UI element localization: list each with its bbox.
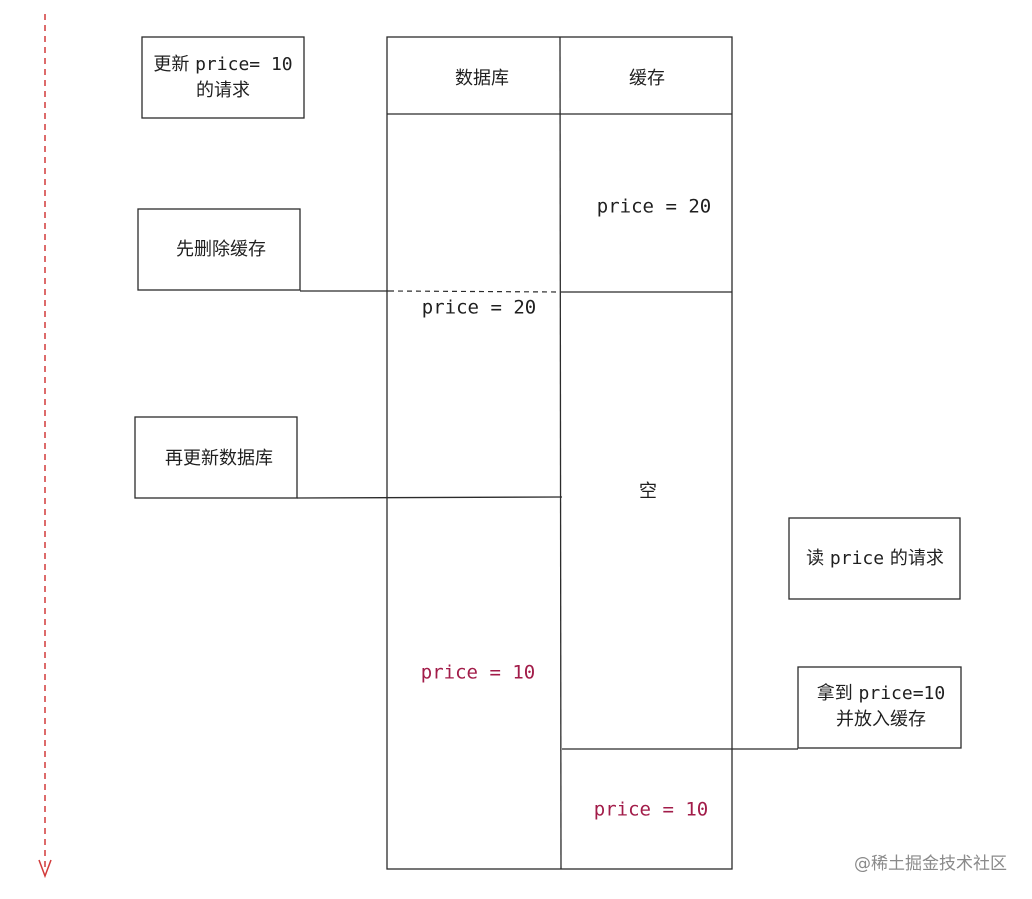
column-divider [559, 36, 562, 870]
db-column-header: 数据库 [455, 68, 509, 89]
table-frame [386, 36, 733, 870]
fetch-cache-line1: 拿到 price=10 [816, 683, 946, 704]
delete-cache-connector-dashed [388, 290, 561, 293]
db-initial-value: price = 20 [421, 296, 537, 319]
read-request-box [788, 517, 961, 600]
read-request-label: 读 price 的请求 [806, 548, 944, 569]
update-request-label: 更新 price= 10 的请求 [153, 52, 292, 104]
delete-cache-box [137, 208, 301, 291]
update-db-label: 再更新数据库 [165, 448, 273, 469]
cache-updated-value: price = 10 [593, 798, 709, 821]
fetch-cache-line2: 并放入缓存 [836, 709, 926, 730]
update-db-connector [296, 496, 563, 499]
update-request-line2: 的请求 [196, 80, 250, 101]
cache-column-header: 缓存 [629, 68, 665, 89]
update-request-line1: 更新 price= 10 [153, 54, 293, 75]
fetch-cache-label: 拿到 price=10 并放入缓存 [817, 681, 945, 733]
cache-initial-value: price = 20 [596, 195, 712, 218]
update-db-box [134, 416, 298, 499]
delete-cache-label: 先删除缓存 [176, 239, 266, 260]
fetch-cache-box [797, 666, 962, 749]
db-updated-value: price = 10 [420, 661, 536, 684]
update-request-box [141, 36, 305, 119]
cache-empty-value: 空 [639, 481, 657, 502]
watermark: @稀土掘金技术社区 [854, 854, 1007, 874]
time-axis-arrowhead [38, 859, 52, 879]
